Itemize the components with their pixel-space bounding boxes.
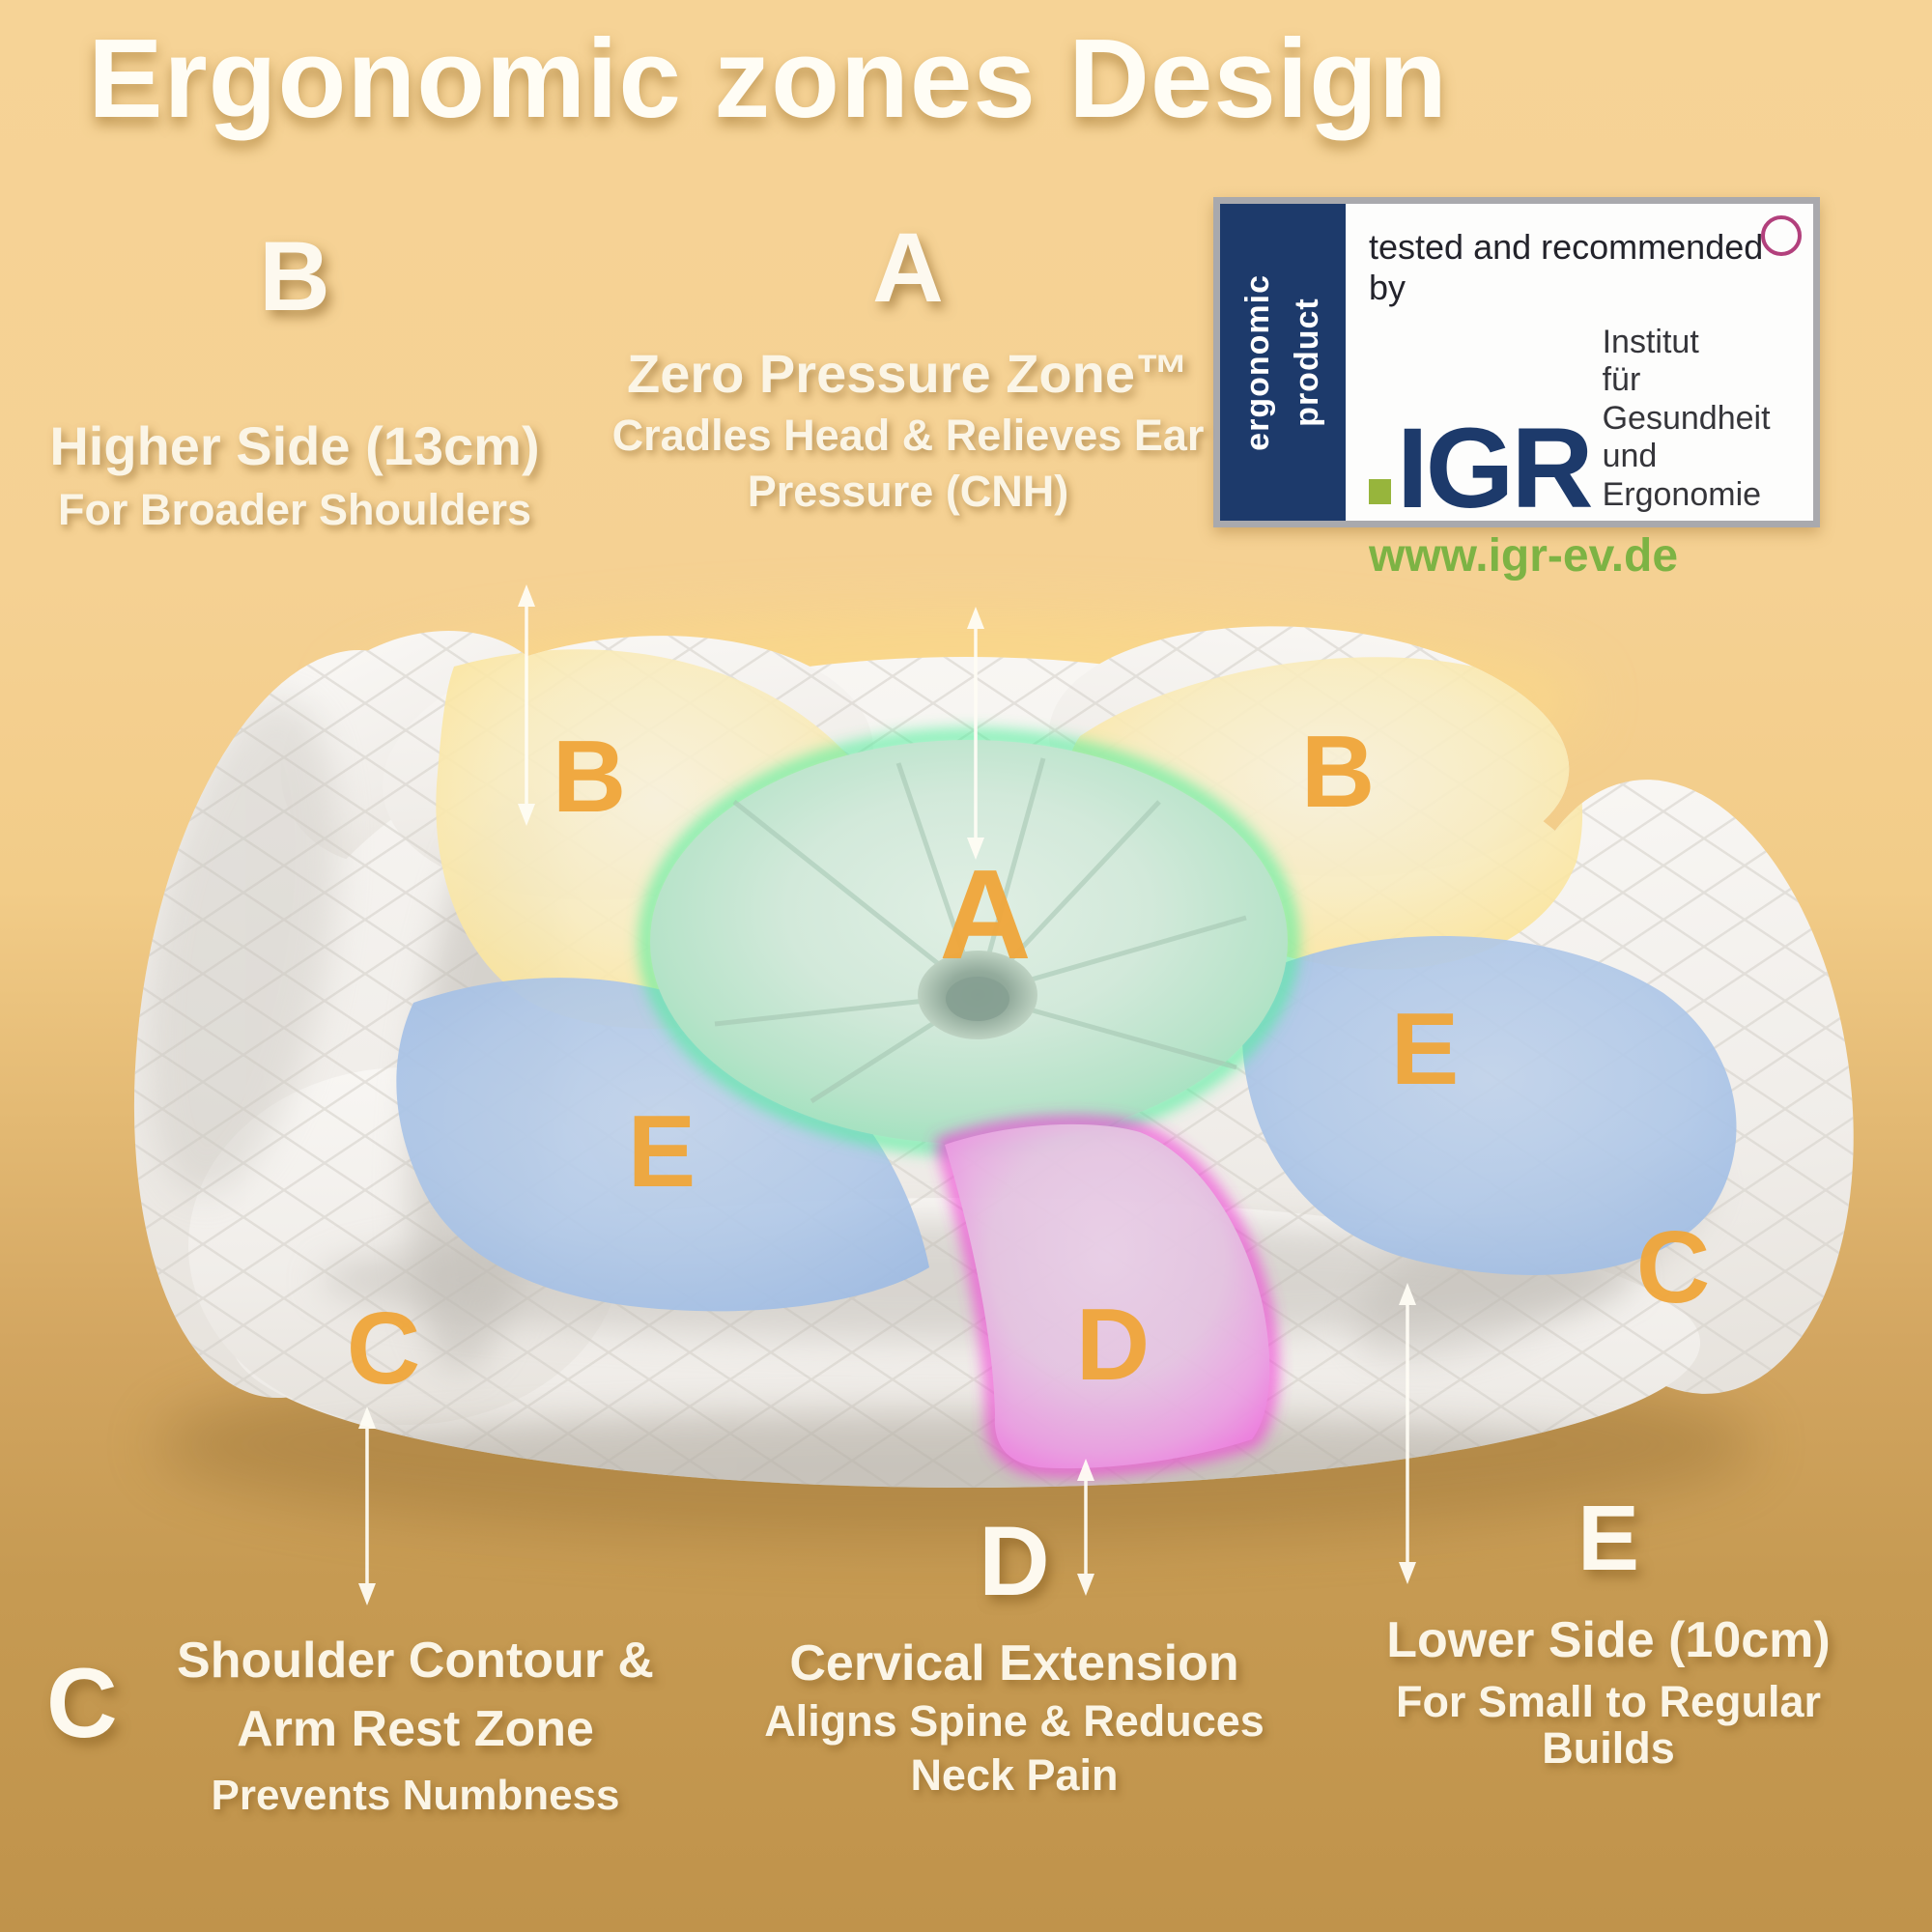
badge-tested-text: tested and recommended by [1369,227,1764,307]
page-title: Ergonomic zones Design [88,15,1448,141]
zone-b-title: Higher Side (13cm) [49,415,540,476]
badge-main-panel: tested and recommended by IGR Institut f… [1346,204,1813,582]
zone-e-title: Lower Side (10cm) [1386,1612,1831,1668]
marker-e-right: E [1391,992,1460,1106]
marker-c-left: C [347,1292,421,1406]
marker-c-right: C [1636,1210,1711,1324]
zone-d-desc-line2: Neck Pain [910,1750,1119,1801]
arrow-zone-b [518,584,535,826]
marker-a: A [939,843,1031,985]
zone-b-letter: B [259,221,330,331]
igr-institute-name: Institut für Gesundheit und Ergonomie [1603,324,1798,514]
zone-c-letter-block: C [46,1654,118,1752]
zone-c-title-line1: Shoulder Contour & [177,1633,654,1689]
zone-a-desc-line2: Pressure (CNH) [747,467,1069,517]
annotation-arrows [358,584,1416,1605]
badge-side-label: ergonomic product [1234,274,1332,451]
igr-logo-text: IGR [1396,405,1594,533]
arrow-zone-e [1399,1283,1416,1584]
igr-institute-line1: Institut [1602,324,1699,360]
zone-d-desc-line1: Aligns Spine & Reduces [764,1695,1264,1746]
badge-side-line1: ergonomic [1239,273,1276,451]
zone-e-caption: E Lower Side (10cm) For Small to Regular… [1328,1492,1889,1773]
arrow-zone-c [358,1406,376,1605]
zone-e-right-overlay [1241,935,1737,1275]
marker-b-right: B [1301,715,1376,829]
badge-side-panel: ergonomic product [1220,204,1346,521]
igr-certification-badge: ergonomic product tested and recommended… [1213,197,1820,582]
zone-a-title: Zero Pressure Zone™ [627,343,1189,404]
zone-a-overlay [650,740,1288,1144]
badge-ring-icon [1761,215,1802,256]
igr-green-square-icon [1369,479,1391,505]
igr-institute-line2: für Gesundheit [1602,361,1771,437]
igr-logo-row: IGR Institut für Gesundheit und Ergonomi… [1369,324,1798,533]
zone-d-title: Cervical Extension [789,1635,1239,1691]
zone-a-letter: A [872,213,944,323]
igr-website: www.igr-ev.de [1369,530,1679,582]
marker-b-left: B [553,720,627,834]
arrow-zone-d [1077,1459,1094,1596]
zone-a-caption: A Zero Pressure Zone™ Cradles Head & Rel… [609,218,1208,516]
badge-side-line2: product [1289,298,1325,427]
pillow-zone-markers: B B A E E D C C [347,715,1711,1406]
arrow-zone-a [967,607,984,860]
zone-b-desc: For Broader Shoulders [57,484,532,534]
igr-institute-line3: und Ergonomie [1602,438,1762,513]
zone-d-caption: D Cervical Extension Aligns Spine & Redu… [729,1512,1299,1800]
zone-d-letter: D [979,1506,1050,1616]
zone-c-title-line2: Arm Rest Zone [237,1700,594,1757]
zone-c-desc: Prevents Numbness [211,1772,620,1820]
zone-e-desc: For Small to Regular Builds [1395,1676,1822,1774]
zone-c-caption: Shoulder Contour & Arm Rest Zone Prevent… [126,1634,705,1819]
marker-e-left: E [628,1094,696,1208]
zone-b-caption: B Higher Side (13cm) For Broader Shoulde… [19,227,570,533]
zone-e-letter: E [1577,1487,1640,1590]
marker-d: D [1076,1288,1151,1402]
zone-c-letter: C [46,1648,118,1758]
zone-d-overlay [945,1123,1270,1469]
zone-a-desc-line1: Cradles Head & Relieves Ear [611,410,1205,460]
